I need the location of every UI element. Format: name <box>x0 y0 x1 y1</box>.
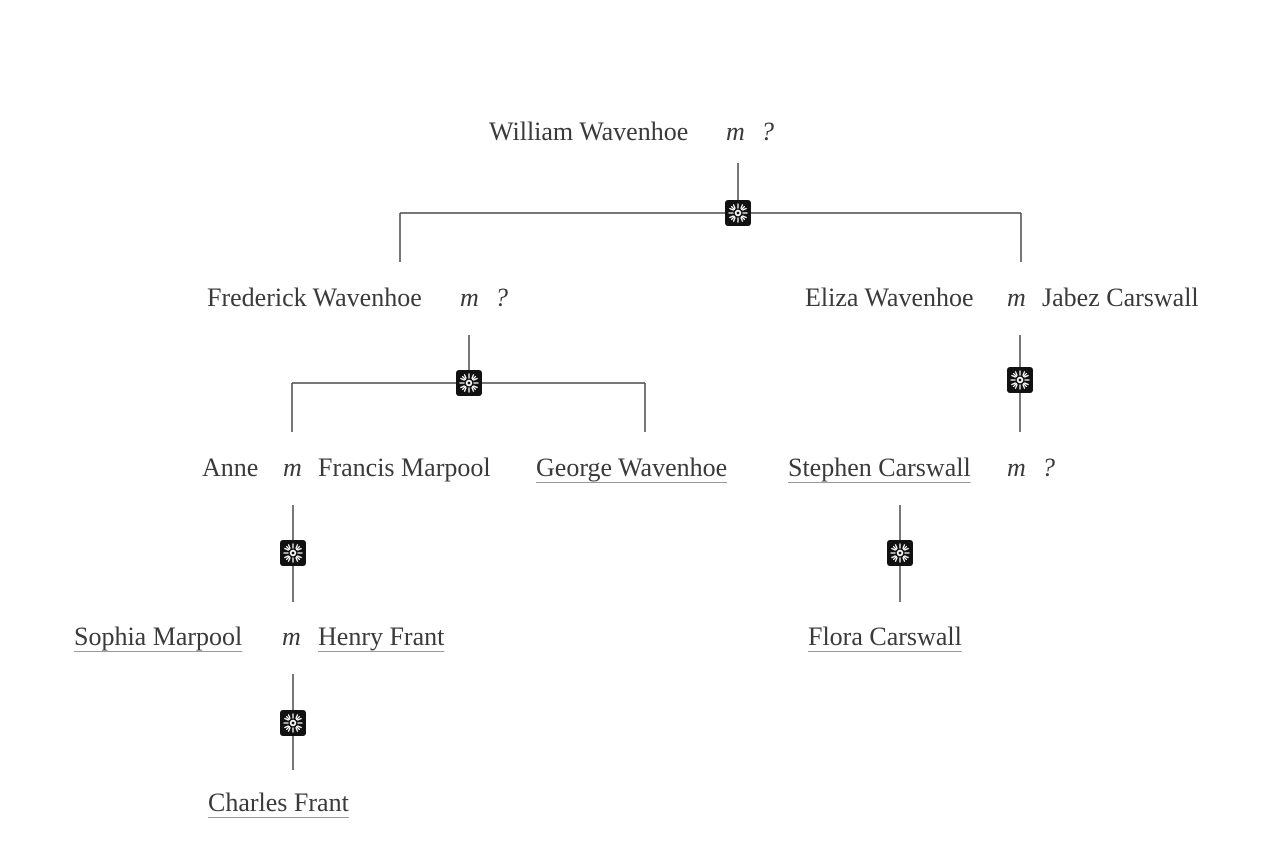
person-sophia-marpool-link[interactable]: Sophia Marpool <box>74 622 243 651</box>
unknown-spouse: ? <box>761 117 774 146</box>
marriage-marker: m <box>460 283 479 312</box>
sunburst-node-icon[interactable] <box>279 709 307 737</box>
unknown-spouse: ? <box>1042 453 1055 482</box>
person-anne: Anne <box>202 453 259 482</box>
person-george-wavenhoe-link[interactable]: George Wavenhoe <box>536 453 728 482</box>
person-william-wavenhoe: William Wavenhoe <box>489 117 689 146</box>
marriage-marker: m <box>726 117 745 146</box>
sunburst-node-icon[interactable] <box>455 369 483 397</box>
marriage-marker: m <box>282 622 301 651</box>
sunburst-node-icon[interactable] <box>886 539 914 567</box>
sunburst-node-icon[interactable] <box>724 199 752 227</box>
person-francis-marpool: Francis Marpool <box>318 453 491 482</box>
marriage-marker: m <box>283 453 302 482</box>
person-flora-carswall-link[interactable]: Flora Carswall <box>808 622 962 651</box>
marriage-marker: m <box>1007 453 1026 482</box>
sunburst-node-icon[interactable] <box>279 539 307 567</box>
person-charles-frant-link[interactable]: Charles Frant <box>208 788 349 817</box>
person-stephen-carswall-link[interactable]: Stephen Carswall <box>788 453 971 482</box>
person-henry-frant-link[interactable]: Henry Frant <box>318 622 445 651</box>
marriage-marker: m <box>1007 283 1026 312</box>
person-frederick-wavenhoe: Frederick Wavenhoe <box>207 283 422 312</box>
person-jabez-carswall: Jabez Carswall <box>1042 283 1199 312</box>
person-eliza-wavenhoe: Eliza Wavenhoe <box>805 283 974 312</box>
sunburst-node-icon[interactable] <box>1006 366 1034 394</box>
unknown-spouse: ? <box>495 283 508 312</box>
